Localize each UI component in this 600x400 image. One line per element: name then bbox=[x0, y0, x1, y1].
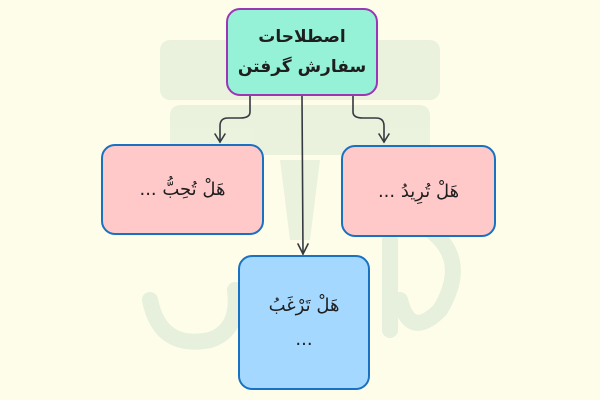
arrow-to-left bbox=[219, 95, 251, 143]
right-node: هَلْ تُرِيدُ ... bbox=[341, 145, 496, 237]
root-node-line2: سفارش گرفتن bbox=[237, 57, 367, 77]
arrow-to-bottom bbox=[301, 95, 304, 255]
root-node: اصطلاحات سفارش گرفتن bbox=[226, 8, 378, 96]
bottom-node-line2: ... bbox=[295, 328, 313, 350]
left-node-label: هَلْ تُحِبُّ ... bbox=[139, 179, 226, 200]
bottom-node-line1: هَلْ تَرْغَبُ bbox=[268, 294, 340, 316]
root-node-line1: اصطلاحات bbox=[258, 27, 346, 47]
bottom-node: هَلْ تَرْغَبُ ... bbox=[238, 255, 370, 390]
arrow-to-right bbox=[352, 95, 385, 143]
left-node: هَلْ تُحِبُّ ... bbox=[101, 144, 264, 235]
right-node-label: هَلْ تُرِيدُ ... bbox=[377, 180, 460, 202]
